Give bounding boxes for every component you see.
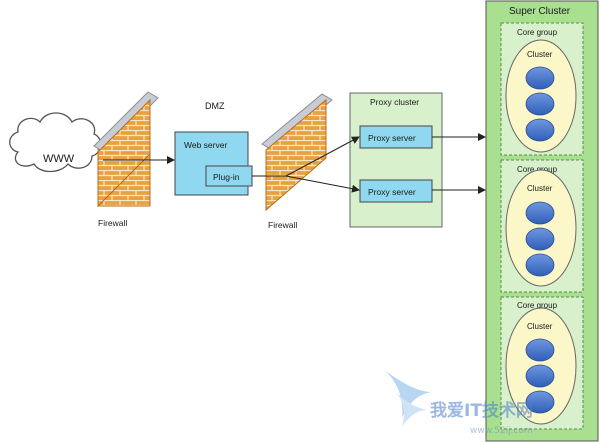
super-cluster-label: Super Cluster: [509, 6, 571, 17]
cluster-3-node-1: [525, 338, 555, 362]
proxy-server-2-label: Proxy server: [368, 187, 416, 197]
proxy-server-2: [359, 179, 433, 203]
cluster-1-node-1: [525, 66, 555, 90]
web-server: Web server Plug-in: [174, 131, 253, 196]
arrow-to-proxy-server-2: [285, 175, 360, 193]
proxy-server-1-label: Proxy server: [368, 133, 416, 143]
cluster-2-node-1: [525, 201, 555, 225]
internet-cloud: WWW: [9, 112, 102, 173]
cluster-1-label: Cluster: [527, 50, 553, 59]
watermark-url: www.52ij.com: [470, 426, 533, 436]
core-group-3: Core group Cluster: [500, 296, 584, 430]
cluster-1-node-3: [525, 118, 555, 142]
arrow-to-proxy-server-1: [285, 136, 360, 177]
web-server-label: Web server: [184, 140, 227, 150]
cluster-3-label: Cluster: [527, 322, 553, 331]
internet-label: WWW: [43, 153, 75, 165]
connections: [103, 133, 486, 194]
watermark-text: 我爱IT技术网: [430, 400, 533, 421]
firewall-right: Firewall: [261, 93, 333, 230]
firewall-left: Firewall: [93, 91, 159, 228]
proxy-cluster-label: Proxy cluster: [370, 97, 419, 107]
core-group-2: Core group Cluster: [500, 159, 584, 293]
cluster-3-node-2: [525, 364, 555, 388]
watermark: 我爱IT技术网 www.52ij.com: [384, 370, 533, 436]
cluster-2-node-3: [525, 253, 555, 277]
proxy-cluster: Proxy cluster Proxy server Proxy server: [349, 92, 443, 228]
cluster-2-node-2: [525, 227, 555, 251]
firewall-left-label: Firewall: [98, 218, 127, 228]
plugin-label: Plug-in: [213, 172, 240, 182]
core-group-2-label: Core group: [517, 165, 558, 174]
cluster-3-node-3: [525, 390, 555, 414]
core-group-3-label: Core group: [517, 301, 558, 310]
firewall-right-label: Firewall: [268, 220, 297, 230]
core-group-1-label: Core group: [517, 28, 558, 37]
core-group-1: Core group Cluster: [500, 22, 584, 156]
dmz-label: DMZ: [205, 101, 225, 111]
cluster-2-label: Cluster: [527, 184, 553, 193]
cluster-1-node-2: [525, 92, 555, 116]
super-cluster: Super Cluster Core group Cluster Core gr…: [485, 0, 599, 442]
